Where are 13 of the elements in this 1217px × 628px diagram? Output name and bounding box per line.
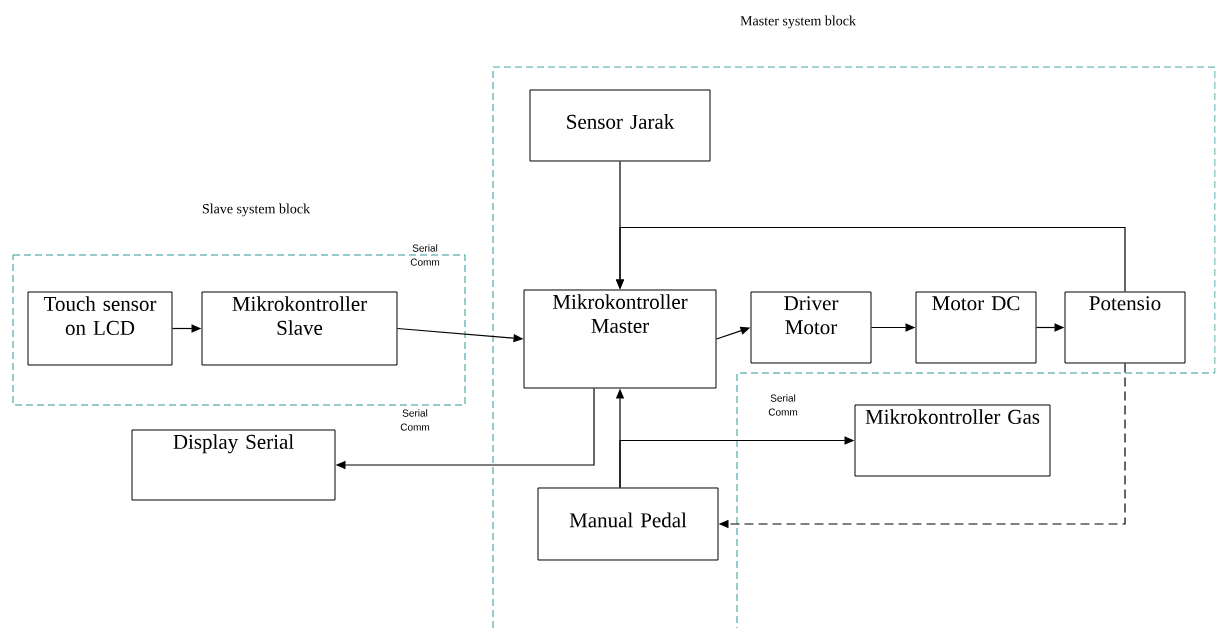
process-box: Mikrokontroller Master xyxy=(523,289,717,389)
annotation-label: Serial Comm xyxy=(400,409,430,431)
process-box: Sensor Jarak xyxy=(529,89,711,162)
node-label: Slave system block xyxy=(202,203,311,217)
process-box: Potensio xyxy=(1064,291,1186,364)
process-box: Motor DC xyxy=(915,291,1037,364)
process-box: Mikrokontroller Slave xyxy=(201,291,398,366)
process-box: Driver Motor xyxy=(750,291,872,364)
process-box: Manual Pedal xyxy=(537,487,719,561)
process-box: Touch sensor on LCD xyxy=(27,291,173,366)
annotation-label: Serial Comm xyxy=(410,244,440,266)
annotation-label: Serial Comm xyxy=(768,394,798,416)
process-box: Display Serial xyxy=(131,429,336,501)
